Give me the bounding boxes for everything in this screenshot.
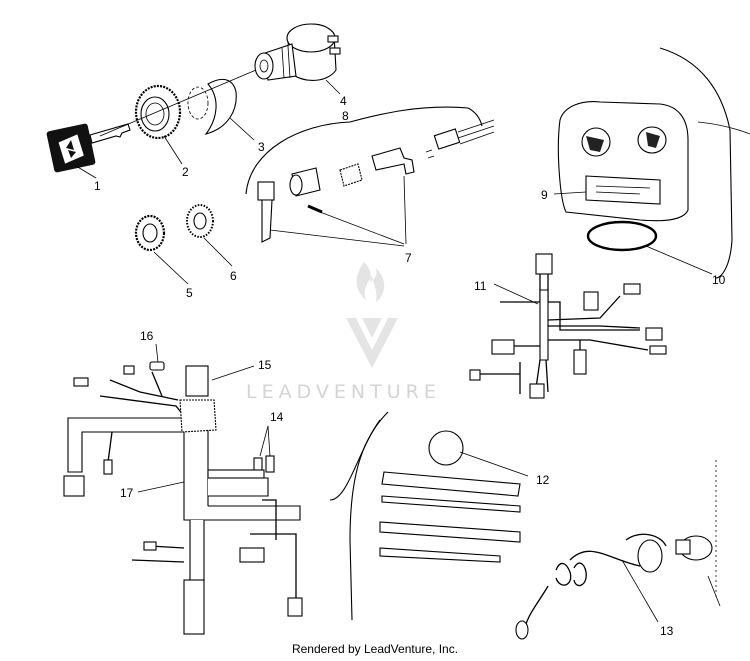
footer-credit: Rendered by LeadVenture, Inc. [291, 642, 459, 656]
dash-panel [557, 101, 689, 222]
callout-10: 10 [712, 273, 726, 287]
callout-labels: 1 2 3 4 5 6 7 8 9 10 11 12 13 14 15 16 1… [94, 94, 726, 638]
harness-part-11 [469, 253, 667, 399]
callout-3: 3 [258, 140, 265, 154]
tether-switch-part-13 [515, 460, 721, 640]
washer-part-3 [187, 78, 237, 135]
assembly-centerline [99, 69, 257, 137]
callout-4: 4 [340, 94, 347, 108]
bezel-nut-part-2 [134, 84, 182, 140]
callout-11: 11 [474, 279, 487, 293]
callout-17: 17 [120, 486, 134, 500]
group-bracket-8 [245, 106, 483, 195]
callout-15: 15 [258, 358, 272, 372]
harness-part-17 [63, 365, 303, 635]
leader-lines [75, 79, 713, 623]
ignition-switch-part-4 [254, 23, 341, 81]
connector-plug [425, 119, 495, 159]
callout-8: 8 [342, 109, 349, 123]
decal-part-9 [585, 175, 661, 205]
lock-washer-part-6 [186, 204, 214, 238]
kill-switch-part-7 [257, 147, 415, 247]
callout-5: 5 [186, 286, 193, 300]
callout-9: 9 [541, 188, 548, 202]
fuse-holder-part-14 [207, 455, 275, 479]
callout-16: 16 [140, 329, 154, 343]
callout-13: 13 [660, 624, 674, 638]
watermark-logo [346, 262, 398, 368]
callout-7: 7 [405, 251, 412, 265]
callout-12: 12 [536, 473, 550, 487]
o-ring-part-10 [586, 220, 658, 252]
harness-connector-part-15 [179, 365, 217, 433]
plug-cap-part-12 [428, 430, 464, 466]
callout-14: 14 [270, 410, 284, 424]
callout-6: 6 [230, 269, 237, 283]
hood-outline [659, 47, 733, 279]
nut-part-5 [134, 214, 166, 252]
side-panel [329, 411, 521, 621]
callout-1: 1 [94, 179, 101, 193]
key-part-1 [46, 123, 131, 173]
fuse-part-16 [149, 361, 165, 371]
callout-2: 2 [182, 165, 189, 179]
watermark-text: LEADVENTURE [246, 381, 441, 403]
